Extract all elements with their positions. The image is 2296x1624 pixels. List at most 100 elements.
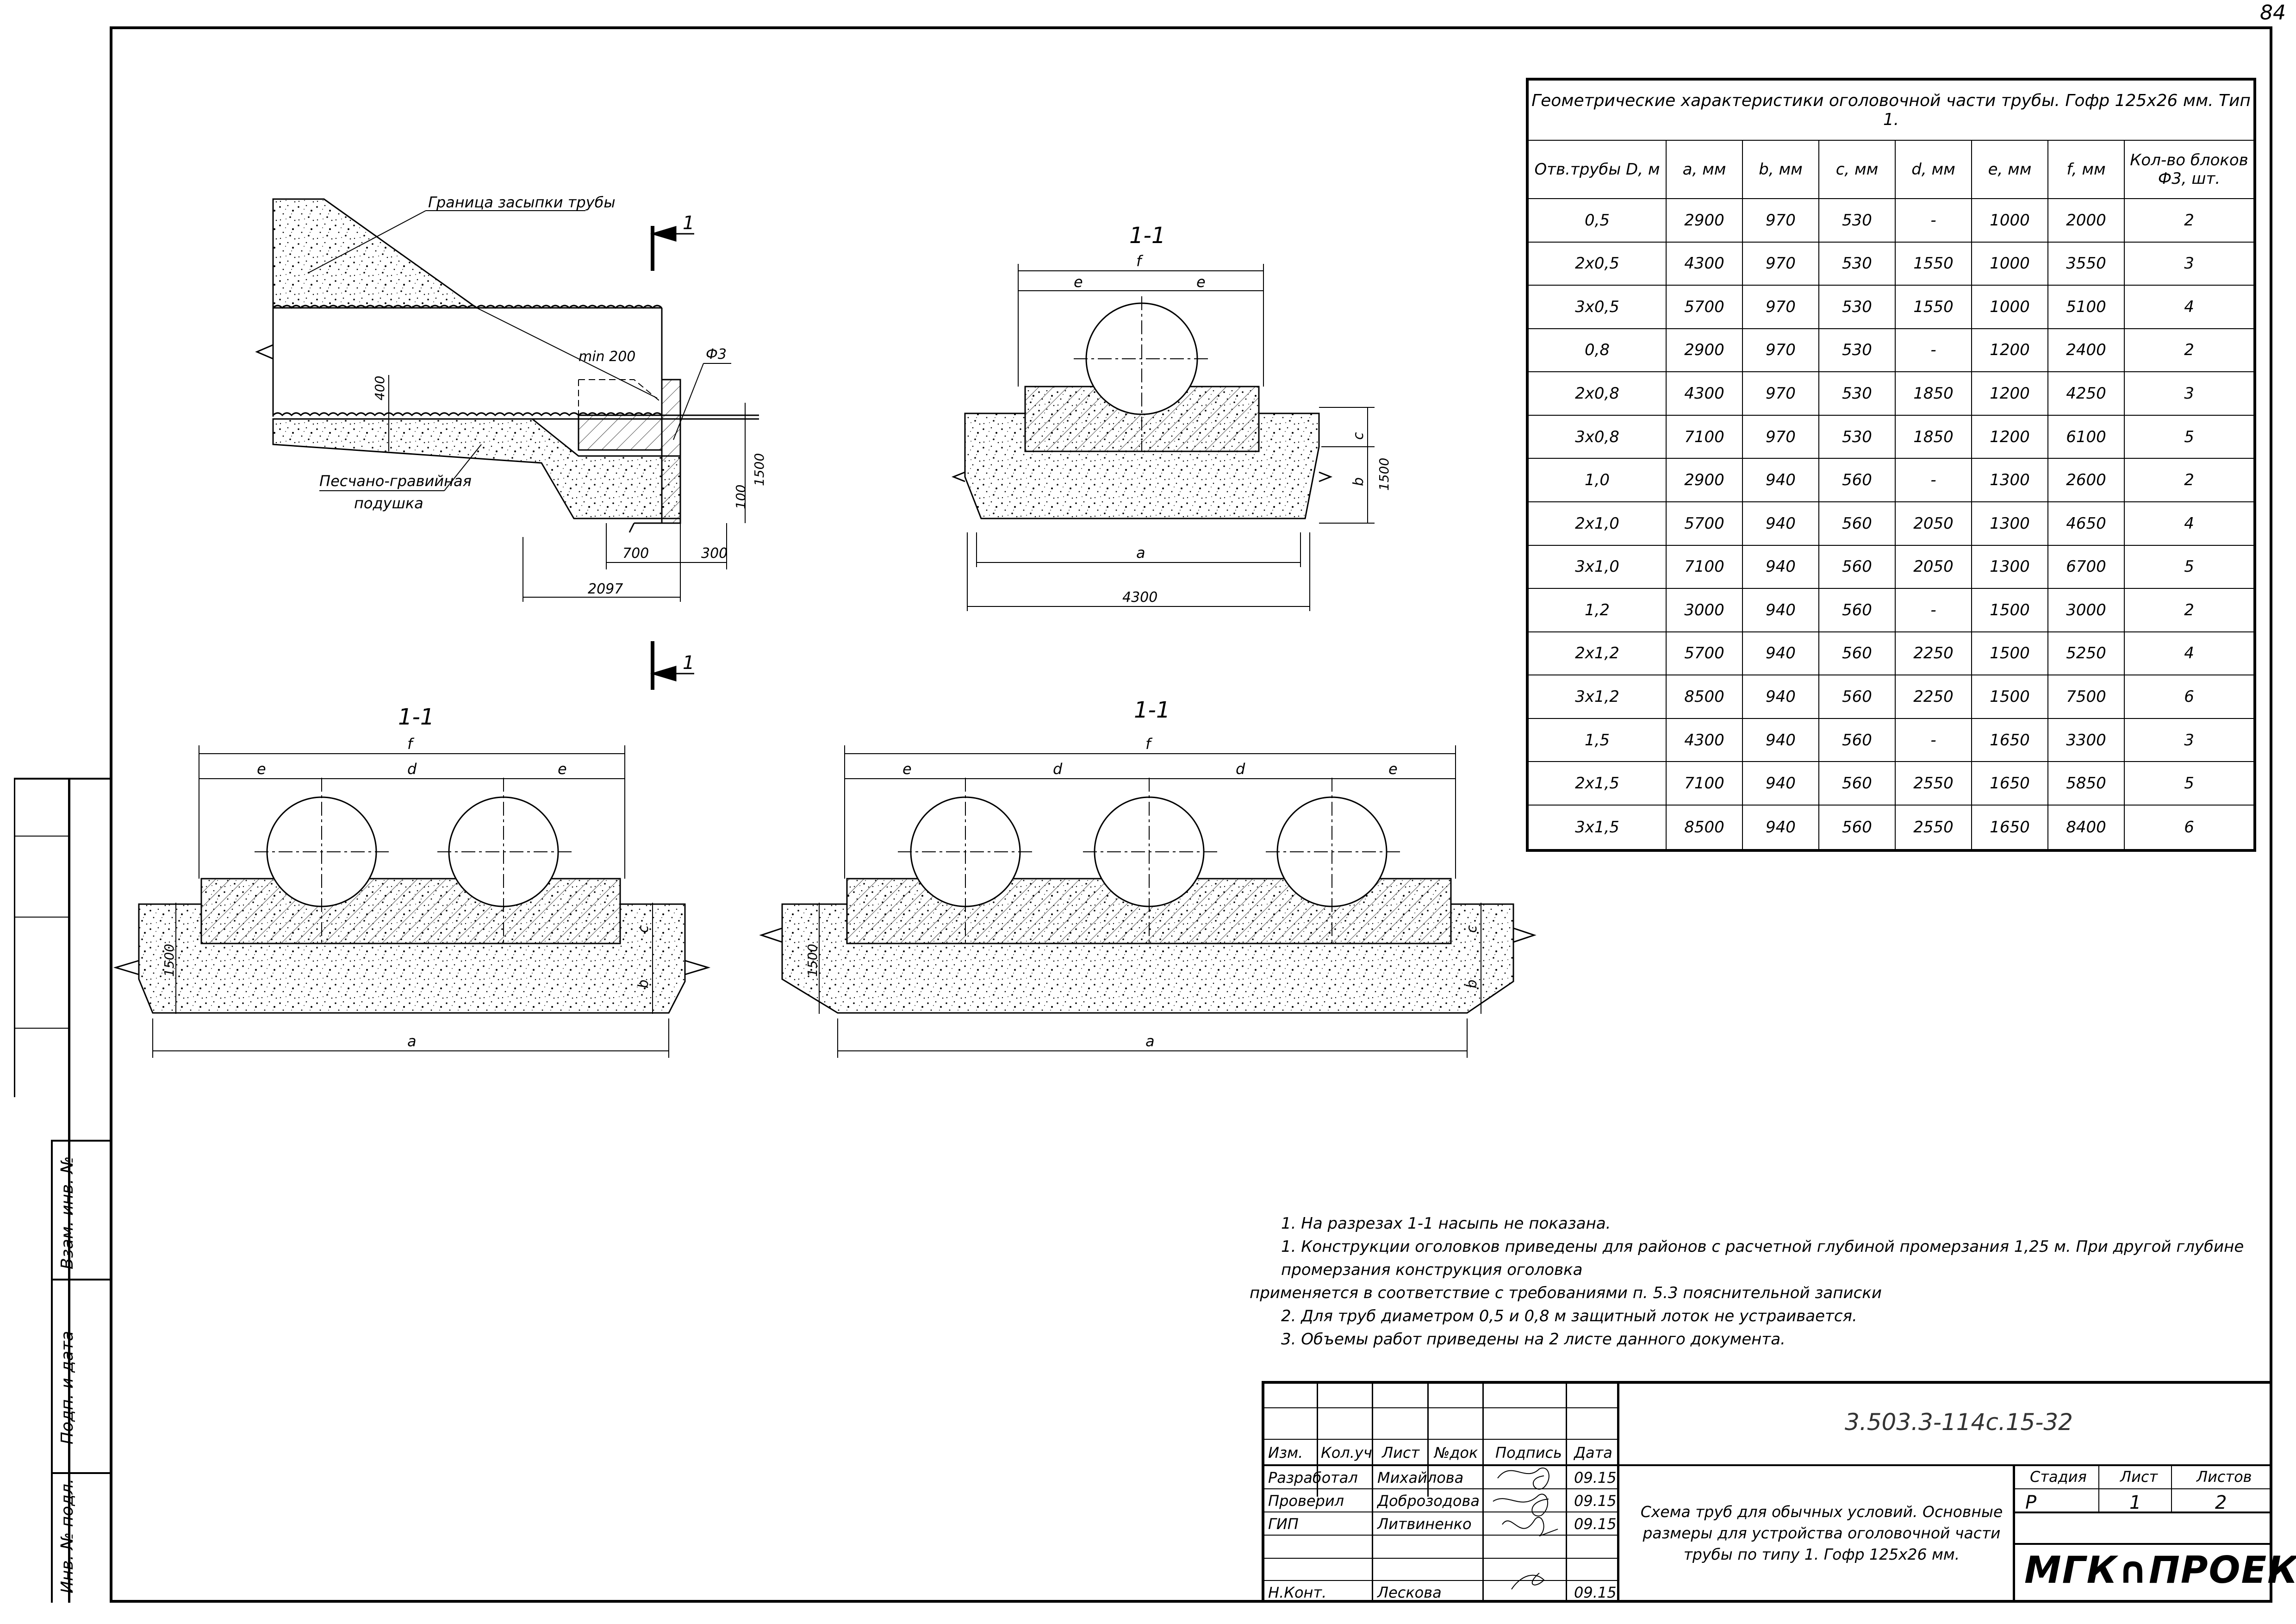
table-cell: 1650: [1971, 761, 2048, 806]
table-cell: 4: [2123, 501, 2256, 546]
table-cell: 1550: [1895, 285, 1972, 329]
table-cell: -: [1895, 588, 1972, 632]
table-cell: 560: [1818, 544, 1896, 589]
table-cell: 2600: [2047, 458, 2125, 502]
table-cell: 2х0,5: [1527, 241, 1667, 286]
table-cell: 4300: [1666, 718, 1743, 762]
table-cell: 4300: [1666, 241, 1743, 286]
table-cell: 4: [2123, 631, 2256, 676]
table-cell: 2: [2123, 458, 2256, 502]
table-cell: 5: [2123, 414, 2256, 459]
tb-date: 09.15: [1574, 1492, 1617, 1510]
table-cell: 940: [1742, 631, 1819, 676]
fill-boundary-label: Граница засыпки трубы: [428, 194, 616, 211]
table-cell: 3300: [2047, 718, 2125, 762]
table-cell: 2050: [1895, 544, 1972, 589]
dim-c-triple: c: [1464, 925, 1480, 933]
tb-header: №док: [1434, 1444, 1478, 1462]
table-cell: 530: [1818, 285, 1896, 329]
note-line: 1. Конструкции оголовков приведены для р…: [1281, 1237, 2244, 1279]
table-header: f, мм: [2047, 140, 2125, 199]
table-cell: 8500: [1666, 675, 1743, 719]
table-cell: 1200: [1971, 328, 2048, 373]
table-cell: 3х1,2: [1527, 675, 1667, 719]
table-cell: 1500: [1971, 675, 2048, 719]
left-stamp: Взам. инв. № Подп. и дата Инв. № подл.: [14, 778, 110, 1603]
section-mark-top: 1: [683, 212, 694, 234]
table-cell: 2: [2123, 198, 2256, 243]
note-line: 1. На разрезах 1-1 насыпь не показана.: [1281, 1214, 1611, 1233]
section-title-single: 1-1: [1129, 223, 1165, 249]
stage-label: Стадия: [2030, 1468, 2087, 1486]
table-cell: 3: [2123, 241, 2256, 286]
table-cell: 940: [1742, 804, 1819, 851]
table-cell: 2550: [1895, 761, 1972, 806]
table-cell: 2х0,8: [1527, 371, 1667, 416]
table-cell: 7100: [1666, 414, 1743, 459]
table-cell: 1000: [1971, 198, 2048, 243]
table-cell: 2250: [1895, 675, 1972, 719]
cushion-label-1: Песчано-гравийная: [319, 472, 472, 490]
table-cell: 530: [1818, 328, 1896, 373]
page-number: 84: [2260, 1, 2286, 25]
dim-c-double: c: [635, 925, 652, 933]
table-cell: 940: [1742, 544, 1819, 589]
table-cell: 2х1,5: [1527, 761, 1667, 806]
table-cell: 530: [1818, 414, 1896, 459]
section-title-triple: 1-1: [1134, 697, 1170, 723]
table-cell: 970: [1742, 198, 1819, 243]
table-cell: 7100: [1666, 544, 1743, 589]
tb-date: 09.15: [1574, 1515, 1617, 1533]
table-cell: 970: [1742, 328, 1819, 373]
tb-role: Н.Конт.: [1268, 1584, 1327, 1601]
geometry-table: Геометрические характеристики оголовочно…: [1526, 78, 2257, 852]
table-cell: 5850: [2047, 761, 2125, 806]
table-cell: 2х1,0: [1527, 501, 1667, 546]
dim-e-triple-l: e: [902, 760, 912, 778]
table-cell: 2900: [1666, 458, 1743, 502]
longitudinal-section: [255, 198, 759, 690]
table-cell: -: [1895, 328, 1972, 373]
table-cell: 530: [1818, 198, 1896, 243]
table-cell: 2250: [1895, 631, 1972, 676]
dim-a-single: a: [1136, 544, 1145, 562]
table-header: Кол-во блоков Ф3, шт.: [2123, 140, 2256, 199]
table-cell: 3х0,8: [1527, 414, 1667, 459]
tb-date: 09.15: [1574, 1469, 1617, 1487]
min200-label: min 200: [579, 349, 635, 365]
table-cell: 560: [1818, 675, 1896, 719]
table-cell: 6100: [2047, 414, 2125, 459]
f3-label: Ф3: [706, 346, 727, 362]
dim-b-triple: b: [1464, 980, 1480, 988]
table-cell: 0,8: [1527, 328, 1667, 373]
table-header: b, мм: [1742, 140, 1819, 199]
table-cell: 2000: [2047, 198, 2125, 243]
section-title-double: 1-1: [398, 704, 434, 730]
tb-header: Изм.: [1268, 1444, 1303, 1462]
table-cell: 3000: [1666, 588, 1743, 632]
table-cell: -: [1895, 458, 1972, 502]
table-cell: 3х1,5: [1527, 804, 1667, 851]
tb-person-name: Литвиненко: [1377, 1515, 1472, 1533]
table-cell: 1,5: [1527, 718, 1667, 762]
table-cell: 2900: [1666, 328, 1743, 373]
table-cell: 560: [1818, 718, 1896, 762]
table-cell: 560: [1818, 501, 1896, 546]
dim-e-double-r: e: [558, 760, 567, 778]
table-cell: 1,2: [1527, 588, 1667, 632]
table-cell: 2050: [1895, 501, 1972, 546]
dim-400: 400: [372, 376, 387, 400]
table-cell: -: [1895, 198, 1972, 243]
table-cell: 7100: [1666, 761, 1743, 806]
dim-300: 300: [701, 545, 728, 562]
table-cell: 940: [1742, 761, 1819, 806]
table-cell: 940: [1742, 588, 1819, 632]
table-cell: 7500: [2047, 675, 2125, 719]
